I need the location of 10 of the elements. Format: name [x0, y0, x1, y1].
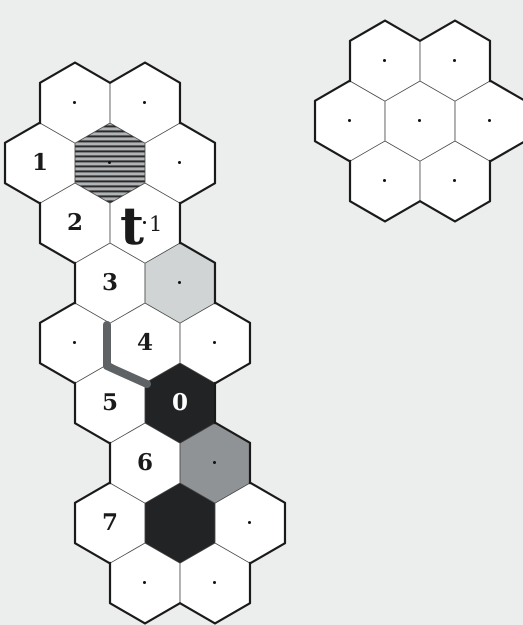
cell-number: 2 — [66, 211, 83, 234]
cell-number: 5 — [102, 391, 118, 414]
cell-number: 1 — [148, 214, 162, 236]
cell-number: 4 — [136, 331, 153, 354]
cell-number: 6 — [136, 451, 153, 474]
cell-letter: t — [120, 200, 144, 253]
cell-number: 1 — [32, 151, 48, 174]
cell-number: 3 — [102, 271, 118, 294]
cell-number: 0 — [172, 391, 188, 414]
cell-number: 7 — [102, 511, 118, 534]
